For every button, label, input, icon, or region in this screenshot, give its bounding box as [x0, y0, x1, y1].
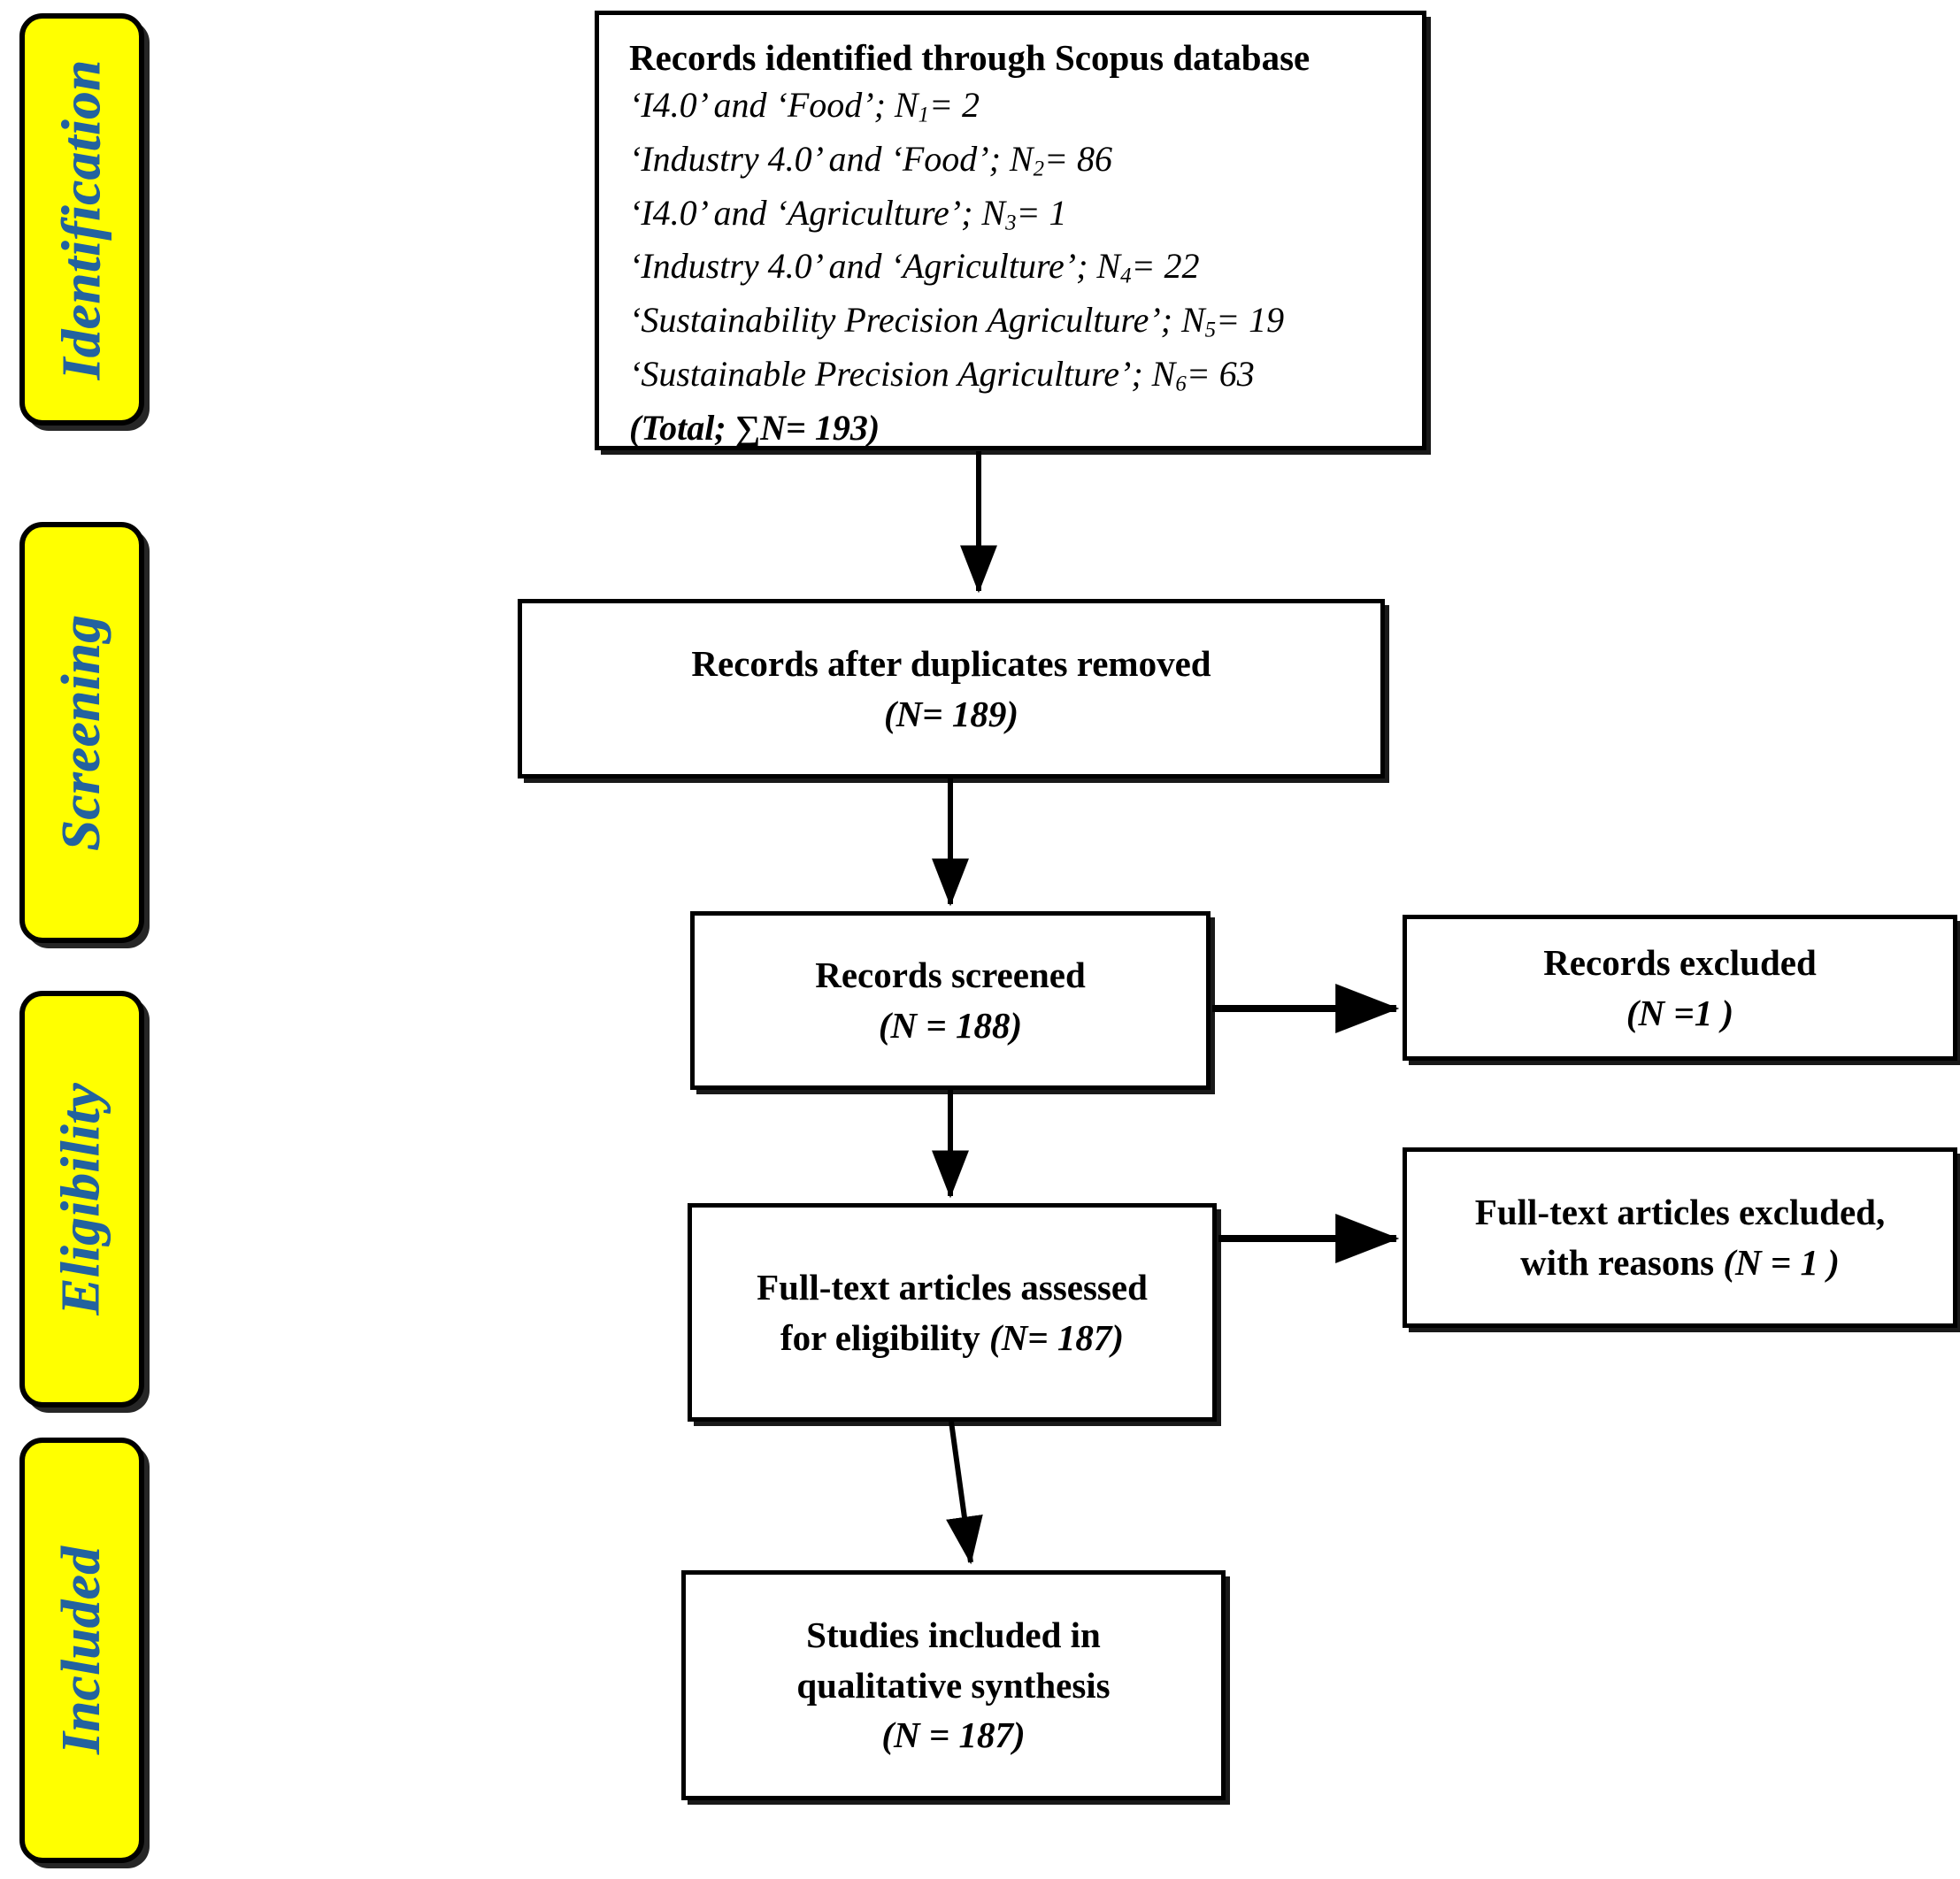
query-text: ‘I4.0’ and ‘Agriculture’;	[629, 192, 982, 233]
box-fulltext-assessed[interactable]: Full-text articles assessed for eligibil…	[688, 1203, 1217, 1422]
box-records-identified[interactable]: Records identified through Scopus databa…	[595, 11, 1426, 450]
arrow-fulltext-to-studies-included	[946, 1421, 983, 1565]
query-text: ‘Industry 4.0’ and ‘Agriculture’;	[629, 246, 1097, 287]
stage-included[interactable]: Included	[19, 1438, 144, 1863]
query-text: ‘Industry 4.0’ and ‘Food’;	[629, 138, 1010, 179]
query-symbol: N	[1180, 300, 1205, 341]
query-text: ‘Sustainable Precision Agriculture’;	[629, 353, 1152, 394]
query-line: ‘Sustainability Precision Agriculture’; …	[629, 294, 1284, 348]
box-records-screened[interactable]: Records screened (N = 188)	[690, 911, 1211, 1090]
records-screened-title: Records screened	[815, 955, 1086, 996]
query-line: ‘Sustainable Precision Agriculture’; N6=…	[629, 348, 1255, 402]
query-value: = 63	[1186, 353, 1255, 394]
fulltext-excluded-prefix: with reasons	[1520, 1242, 1724, 1283]
query-index: 3	[1005, 210, 1017, 234]
records-excluded-title: Records excluded	[1543, 941, 1817, 983]
query-symbol: N	[1151, 353, 1176, 394]
stage-eligibility[interactable]: Eligibility	[19, 991, 144, 1407]
query-symbol: N	[1009, 138, 1034, 179]
query-text: ‘I4.0’ and ‘Food’;	[629, 84, 895, 125]
query-symbol: N	[1096, 246, 1121, 287]
stage-included-label: Included	[51, 1545, 112, 1755]
records-after-duplicates-title: Records after duplicates removed	[691, 642, 1211, 684]
fulltext-assessed-count: (N= 187)	[989, 1316, 1125, 1358]
box-studies-included[interactable]: Studies included in qualitative synthesi…	[681, 1570, 1226, 1800]
fulltext-assessed-prefix: for eligibility	[780, 1316, 990, 1358]
stage-screening-label: Screening	[51, 614, 112, 851]
box-records-after-duplicates[interactable]: Records after duplicates removed (N= 189…	[518, 599, 1385, 778]
stage-screening[interactable]: Screening	[19, 522, 144, 943]
query-line: ‘Industry 4.0’ and ‘Food’; N2= 86	[629, 133, 1112, 187]
studies-included-title-line1: Studies included in	[806, 1614, 1101, 1656]
fulltext-excluded-count: (N = 1 )	[1723, 1242, 1840, 1283]
query-value: = 2	[929, 84, 980, 125]
studies-included-title-line2: qualitative synthesis	[796, 1664, 1111, 1706]
query-index: 4	[1120, 264, 1132, 288]
stage-identification-label: Identification	[51, 59, 111, 380]
box-fulltext-excluded[interactable]: Full-text articles excluded, with reason…	[1403, 1147, 1957, 1328]
studies-included-count: (N = 187)	[881, 1714, 1026, 1756]
records-excluded-count: (N =1 )	[1626, 992, 1734, 1033]
records-identified-heading: Records identified through Scopus databa…	[629, 37, 1311, 78]
query-text: ‘Sustainability Precision Agriculture’;	[629, 300, 1181, 341]
query-symbol: N	[981, 192, 1006, 233]
query-index: 2	[1033, 157, 1045, 181]
fulltext-assessed-title-line1: Full-text articles assessed	[757, 1266, 1148, 1308]
query-value: = 1	[1016, 192, 1067, 233]
query-value: = 22	[1131, 246, 1200, 287]
query-index: 5	[1204, 318, 1217, 342]
fulltext-assessed-title-line2: for eligibility (N= 187)	[780, 1313, 1124, 1363]
query-value: = 86	[1044, 138, 1113, 179]
query-line: ‘Industry 4.0’ and ‘Agriculture’; N4= 22	[629, 240, 1200, 294]
fulltext-excluded-title-line1: Full-text articles excluded,	[1474, 1192, 1886, 1233]
query-index: 6	[1175, 372, 1187, 396]
query-index: 1	[918, 103, 930, 127]
query-value: = 19	[1216, 300, 1285, 341]
query-line: ‘I4.0’ and ‘Agriculture’; N3= 1	[629, 187, 1067, 241]
query-line: ‘I4.0’ and ‘Food’; N1= 2	[629, 79, 980, 133]
stage-identification[interactable]: Identification	[19, 13, 144, 426]
records-identified-total: (Total; ∑N= 193)	[629, 407, 880, 448]
query-symbol: N	[894, 84, 919, 125]
box-records-excluded[interactable]: Records excluded (N =1 )	[1403, 915, 1957, 1061]
records-after-duplicates-count: (N= 189)	[883, 693, 1019, 734]
fulltext-excluded-title-line2: with reasons (N = 1 )	[1520, 1238, 1840, 1288]
records-screened-count: (N = 188)	[878, 1005, 1023, 1046]
stage-eligibility-label: Eligibility	[51, 1083, 112, 1315]
